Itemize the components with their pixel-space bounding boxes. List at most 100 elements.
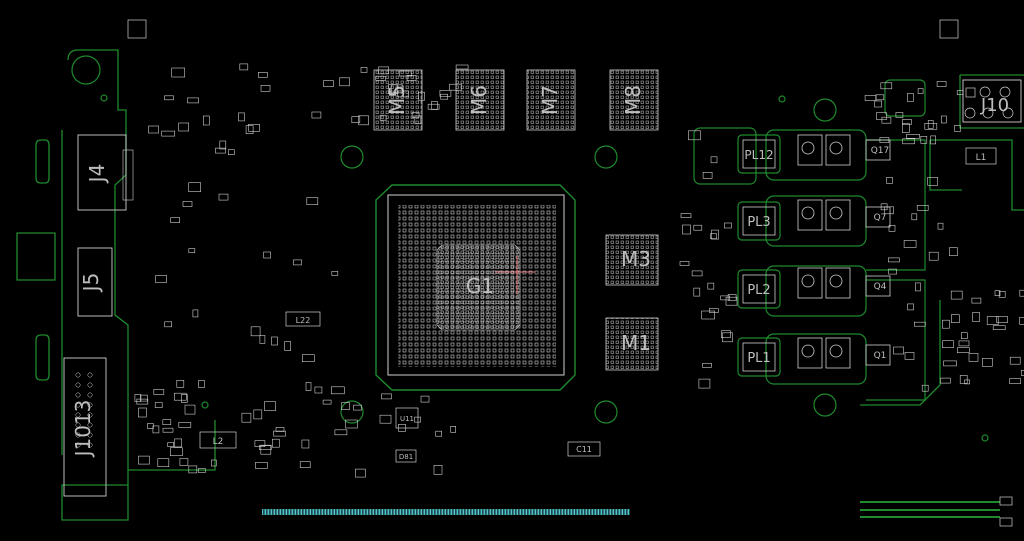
pcie-edge-connector[interactable] [262, 509, 630, 515]
j1013-label: J1013 [71, 400, 95, 459]
smd-part [924, 123, 938, 130]
smd-part [903, 240, 917, 248]
smd-part [164, 321, 172, 328]
smd-part [708, 308, 719, 313]
smd-part [950, 314, 960, 324]
pl2-label: PL2 [747, 283, 770, 298]
smd-part [693, 287, 701, 297]
diode-d81[interactable]: D81 [395, 449, 417, 463]
smd-part [727, 294, 737, 301]
smd-part [691, 270, 703, 277]
pl1-label: PL1 [747, 351, 770, 366]
smd-part [284, 341, 292, 351]
smd-part [720, 330, 731, 339]
connector-j4[interactable]: J4 [77, 134, 134, 211]
smd-part [722, 332, 733, 343]
smd-part [884, 206, 894, 215]
chip-u11[interactable]: U11 [395, 407, 419, 429]
smd-part [241, 412, 252, 423]
smd-part [378, 66, 390, 75]
inductor-l1[interactable]: L1 [965, 147, 997, 165]
smd-part [358, 115, 369, 126]
smd-part [958, 340, 970, 347]
inductor-l22[interactable]: L22 [285, 311, 321, 327]
smd-part [710, 233, 717, 239]
m6-label: M6 [467, 85, 491, 115]
smd-part [710, 156, 718, 164]
smd-part [439, 90, 452, 97]
smd-part [188, 182, 201, 192]
smd-part [959, 375, 968, 384]
board-outline [16, 49, 1024, 521]
pl12-label: PL12 [744, 148, 773, 162]
connector-j5[interactable]: J5 [77, 247, 113, 317]
inductor-pl1[interactable]: PL1 [742, 342, 776, 372]
smd-part [259, 335, 266, 344]
m7-label: M7 [538, 85, 562, 115]
smd-part [167, 442, 174, 447]
smd-part [1020, 370, 1024, 376]
smd-part [986, 316, 999, 325]
smd-part [414, 115, 422, 125]
smd-part [707, 282, 715, 290]
smd-part [161, 130, 175, 137]
smd-part [679, 261, 690, 266]
smd-part [720, 295, 731, 301]
smd-part [972, 312, 980, 322]
smd-part [134, 394, 142, 402]
memory-m6[interactable]: M6 [455, 69, 505, 131]
smd-part [397, 90, 409, 98]
q1-label: Q1 [874, 351, 887, 361]
smd-part [398, 70, 412, 77]
memory-m8[interactable]: M8 [609, 69, 659, 131]
smd-part [950, 290, 963, 300]
capacitor-c11[interactable]: C11 [567, 441, 601, 457]
smd-part [381, 393, 392, 400]
smd-part [1009, 378, 1021, 384]
smd-part [440, 93, 449, 100]
smd-part [379, 114, 387, 121]
smd-part [219, 140, 227, 150]
smd-part [181, 394, 188, 403]
l1-label: L1 [976, 153, 987, 163]
smd-part [299, 461, 311, 469]
inductor-pl3[interactable]: PL3 [742, 206, 776, 236]
smd-part [971, 297, 982, 304]
smd-part [998, 290, 1006, 298]
smd-part [147, 423, 154, 429]
smd-part [427, 103, 440, 110]
inductor-pl12[interactable]: PL12 [742, 139, 776, 169]
smd-part [936, 81, 947, 87]
smd-part [942, 319, 950, 329]
smd-part [351, 116, 361, 123]
smd-part [431, 101, 438, 110]
smd-part [876, 112, 887, 120]
smd-part [345, 419, 358, 429]
connector-j1013[interactable]: J1013 [63, 357, 107, 497]
gpu-g1[interactable]: G1 [375, 184, 576, 391]
smd-part [330, 386, 345, 395]
smd-part [263, 251, 271, 259]
smd-part [968, 352, 979, 362]
memory-m1[interactable]: M1 [605, 317, 659, 371]
smd-part [954, 125, 961, 132]
smd-part [449, 83, 462, 91]
memory-m7[interactable]: M7 [526, 69, 576, 131]
memory-m3[interactable]: M3 [605, 234, 659, 286]
connector-j10[interactable]: J10 [962, 79, 1022, 123]
smd-part [418, 91, 425, 101]
smd-part [170, 217, 180, 223]
smd-part [305, 382, 312, 391]
smd-part [388, 84, 398, 94]
smd-part [187, 97, 199, 104]
inductor-l2[interactable]: L2 [199, 431, 237, 449]
smd-part [239, 63, 249, 71]
smd-part [927, 120, 934, 129]
inductor-pl2[interactable]: PL2 [742, 274, 776, 304]
smd-part [930, 135, 937, 145]
smd-part [902, 119, 912, 125]
smd-part [275, 427, 285, 432]
smd-part [179, 458, 189, 466]
smd-part [140, 394, 148, 402]
